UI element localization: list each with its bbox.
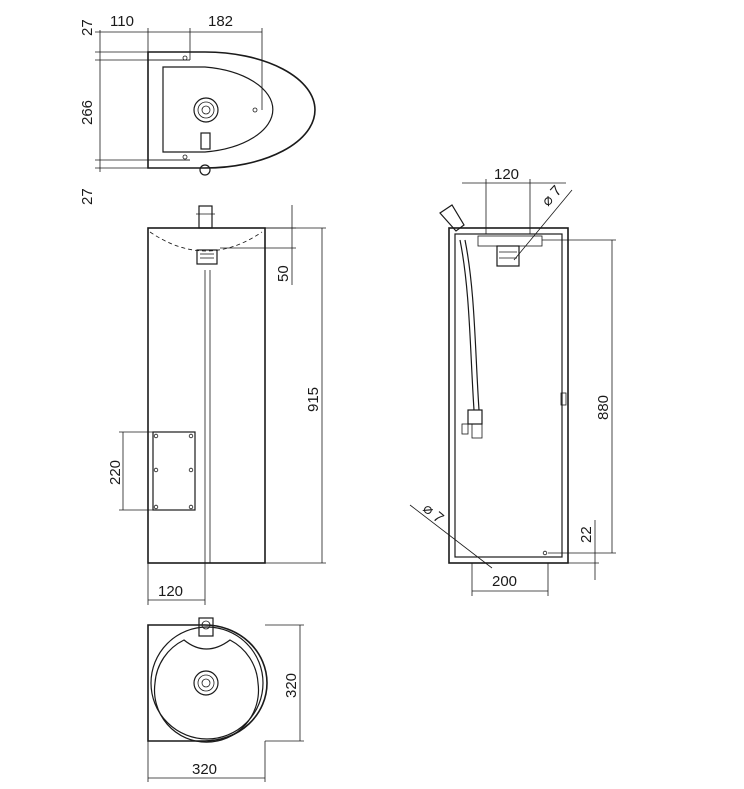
dim-front-panel-height: 220 [107,460,124,485]
dim-side-hole-top: ⌀ 7 [538,182,565,209]
dim-bottom-depth: 320 [283,673,300,698]
dim-front-panel-width: 120 [158,583,183,600]
dim-bottom-width: 320 [192,761,217,778]
dim-top-offset-a: 27 [79,19,96,36]
dim-side-top-width: 120 [494,166,519,183]
top-view: 110 182 27 266 27 [79,13,316,205]
dim-side-height: 880 [595,395,612,420]
dim-top-width-right: 182 [208,13,233,30]
dim-top-width-left: 110 [110,13,134,30]
front-view: 50 915 220 120 [107,205,326,605]
dim-side-base-offset: 22 [578,526,595,543]
dim-top-depth: 266 [79,100,96,125]
bottom-view: 320 320 [147,617,304,782]
dim-front-basin-depth: 50 [275,265,292,282]
dim-top-offset-b: 27 [79,188,96,205]
dim-front-height: 915 [305,387,322,412]
dim-side-base-width: 200 [492,573,517,590]
dim-side-hole-bottom: ⌀ 7 [419,500,446,527]
side-view: 120 ⌀ 7 880 22 ⌀ 7 200 [409,166,616,596]
